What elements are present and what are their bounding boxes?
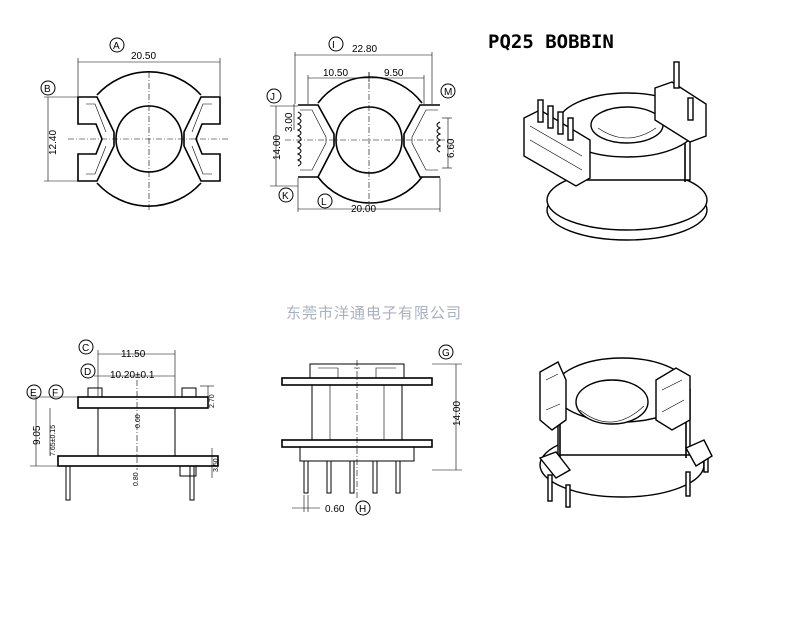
front-pin-1	[303, 460, 309, 494]
left-pins	[296, 111, 302, 167]
core-hole-iso-2	[575, 379, 649, 425]
left-clip-inner	[86, 103, 107, 175]
label-c: C	[82, 343, 89, 354]
front-pin-4	[372, 460, 378, 494]
label-e: E	[30, 388, 37, 399]
left-clip-iso	[539, 361, 567, 431]
iso-pin-left	[547, 474, 553, 502]
drawing-title: PQ25 BOBBIN	[488, 31, 614, 53]
dim-flange-thick: 2.70	[209, 394, 216, 408]
right-pins	[436, 121, 442, 153]
right-clip-inner	[191, 103, 212, 175]
dim-inner-thick: 0.60	[135, 414, 142, 428]
dim-pin-dia: 0.60	[325, 504, 345, 515]
label-m: M	[444, 87, 452, 98]
dim-pin-span: 14.00	[272, 135, 283, 160]
dim-base-width: 20.00	[351, 204, 376, 215]
right-clip	[183, 96, 221, 182]
isometric-view-top	[523, 61, 708, 241]
side-bottom-flange	[57, 455, 219, 467]
core-hole-iso	[590, 106, 664, 144]
label-l: L	[321, 197, 327, 208]
side-pin-right	[189, 465, 195, 501]
dim-front-height: 14.00	[452, 401, 463, 426]
left-clip	[77, 96, 115, 182]
dim-slot: 3.00	[284, 112, 295, 132]
dim-side-width: 11.50	[121, 349, 146, 360]
company-name: 东莞市洋通电子有限公司	[286, 304, 462, 322]
right-pin-rail	[654, 81, 707, 143]
dim-bottom-thick: 0.80	[133, 472, 140, 486]
dim-height-total: 9.05	[32, 425, 43, 445]
dim-top-height: 12.40	[48, 130, 59, 155]
label-k: K	[282, 191, 289, 202]
side-top-flange	[77, 396, 209, 409]
side-pin-left	[65, 465, 71, 501]
label-f: F	[52, 388, 58, 399]
label-h: H	[359, 504, 366, 515]
front-pin-3	[349, 460, 355, 494]
top-view-1: 20.50 A 12.40 B	[40, 37, 230, 210]
dim-overall-width: 22.80	[352, 44, 377, 55]
label-g: G	[442, 348, 450, 359]
label-j: J	[270, 92, 275, 103]
front-pin-2	[326, 460, 332, 494]
dim-pin-len: 3.50	[213, 458, 220, 472]
dim-top-width: 20.50	[131, 51, 156, 62]
dim-left-half: 10.50	[323, 68, 348, 79]
dim-right-slot: 6.60	[446, 138, 457, 158]
iso-pin-right	[685, 471, 691, 497]
front-pin-5	[395, 460, 401, 494]
dim-right-half: 9.50	[384, 68, 404, 79]
label-a: A	[113, 41, 120, 52]
dim-flange-width: 10.20±0.1	[110, 370, 155, 381]
label-b: B	[44, 84, 51, 95]
side-view: 11.50 C 10.20±0.1 D 9.05 E 7.65±0.15 F 2…	[26, 339, 220, 501]
barrel-outline-2	[317, 76, 423, 204]
dim-winding-height: 7.65±0.15	[50, 425, 57, 456]
right-frame	[403, 104, 440, 178]
label-i: I	[332, 40, 335, 51]
label-d: D	[84, 367, 91, 378]
isometric-view-bottom	[538, 357, 713, 508]
left-frame	[298, 104, 335, 178]
bottom-view: 22.80 I 10.50 9.50 3.00 J 14.00 K 6.60 M…	[266, 36, 457, 215]
right-clip-iso	[655, 367, 691, 431]
front-view: 14.00 G 0.60 H	[281, 344, 463, 516]
